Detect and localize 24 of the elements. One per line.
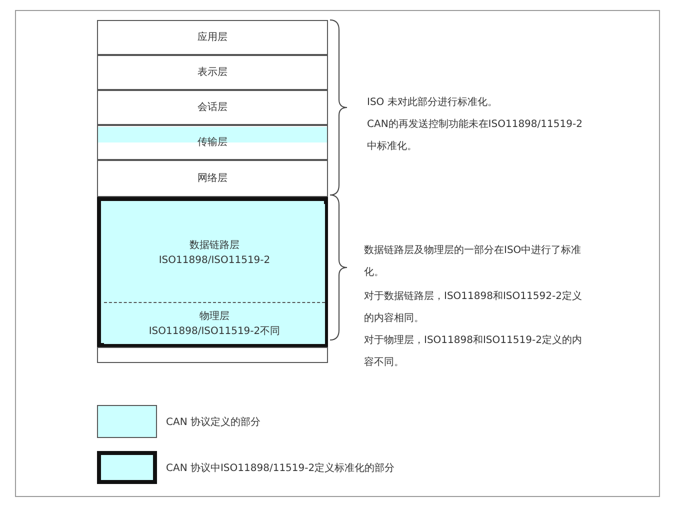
note-text: 数据链路层及物理层的一部分在ISO中进行了标准化。 xyxy=(364,244,582,280)
layer-box xyxy=(97,347,328,363)
layer-name: 表示层 xyxy=(198,66,228,80)
layer-name: 应用层 xyxy=(198,30,228,45)
layer-name: 会话层 xyxy=(198,100,228,115)
layer-band xyxy=(97,160,328,197)
note-text: ISO 未对此部分进行标准化。 xyxy=(367,96,498,110)
legend-text: CAN 协议中ISO11898/11519-2定义标准化的部分 xyxy=(166,462,395,475)
layer-band xyxy=(104,302,325,344)
layer-name: 网络层 xyxy=(198,172,228,186)
layer-band xyxy=(97,125,328,160)
standardized-frame xyxy=(97,197,328,347)
standard-text: ISO11898/ISO11519-2 xyxy=(158,254,270,268)
standard-text: ISO11898/ISO11519-2不同 xyxy=(148,324,280,338)
layer-band xyxy=(97,90,328,125)
legend-text: CAN 协议定义的部分 xyxy=(166,416,260,429)
layer-name: 数据链路层 xyxy=(190,239,240,253)
layer-band xyxy=(97,55,328,90)
layer-band xyxy=(97,20,328,55)
note-text: 对于物理层，ISO11898和ISO11519-2定义的内容不同。 xyxy=(364,334,583,370)
layer-name: 传输层 xyxy=(198,136,228,150)
note-text: 对于数据链路层，ISO11898和ISO11592-2定义的内容相同。 xyxy=(364,290,583,326)
note-text: CAN的再发送控制功能未在ISO11898/11519-2 中标准化。 xyxy=(367,118,584,154)
layer-name: 物理层 xyxy=(200,310,230,324)
